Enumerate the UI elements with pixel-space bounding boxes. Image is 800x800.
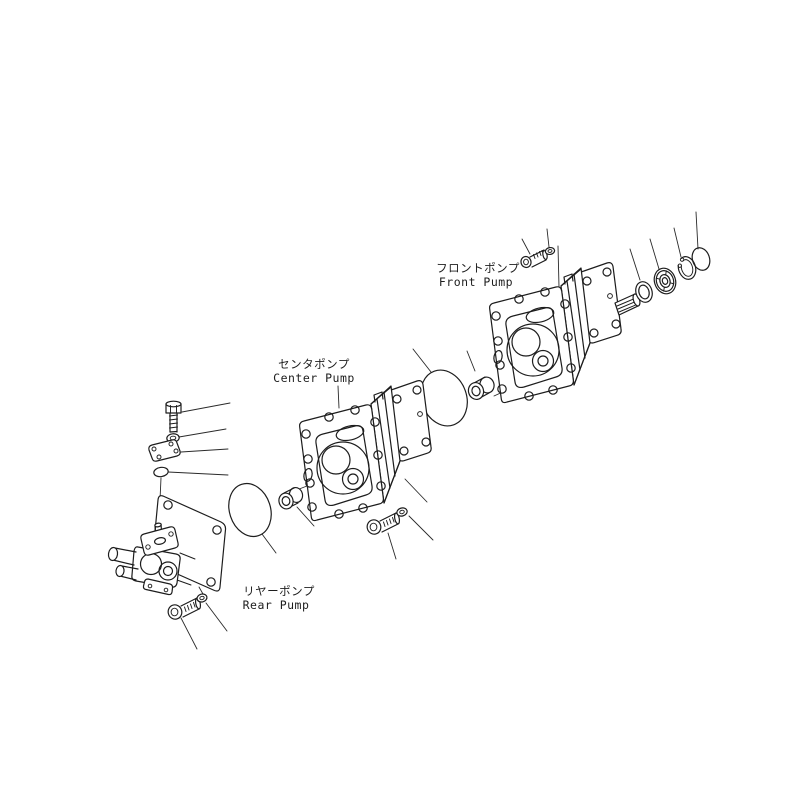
shaft-washer — [635, 281, 653, 303]
center-pump-label-en: Center Pump — [273, 371, 355, 385]
center-pump-label-jp: センタポンプ — [278, 357, 350, 371]
cover-plate-rear-top — [148, 439, 181, 462]
coupling-bushing-rear-center — [278, 486, 304, 510]
rear-pump-label-jp: リヤーポンプ — [243, 584, 315, 598]
center-pump-assembly — [299, 380, 432, 535]
gear-pump-drawing — [299, 380, 432, 522]
socket-bolt-rear-bottom — [167, 597, 202, 620]
socket-bolt-front-top — [520, 249, 548, 269]
front-pump-label-jp: フロントポンプ — [436, 261, 520, 275]
rear-pump-body — [107, 522, 196, 596]
socket-bolt-center-bottom — [366, 512, 401, 535]
gasket-ring-rear-top — [153, 466, 169, 478]
rear-pump-label-en: Rear Pump — [243, 598, 310, 612]
spring-washer-center-bottom — [396, 507, 408, 517]
rear-pump-assembly — [107, 495, 227, 620]
splined-shaft — [614, 293, 641, 316]
snap-ring — [677, 256, 697, 280]
front-pump-assembly — [489, 246, 641, 404]
front-pump-label-en: Front Pump — [439, 275, 513, 289]
spring-washer-front-top — [544, 246, 556, 256]
coupling-bushing-center-front — [467, 376, 495, 401]
spring-washer-rear-bottom — [196, 593, 208, 603]
o-ring-rear-center — [228, 482, 272, 538]
seal-ring — [691, 247, 711, 271]
labels: フロントポンプ Front Pump センタポンプ Center Pump リヤ… — [243, 261, 520, 612]
bearing — [653, 267, 677, 295]
hex-bolt-rear-top — [165, 400, 182, 433]
